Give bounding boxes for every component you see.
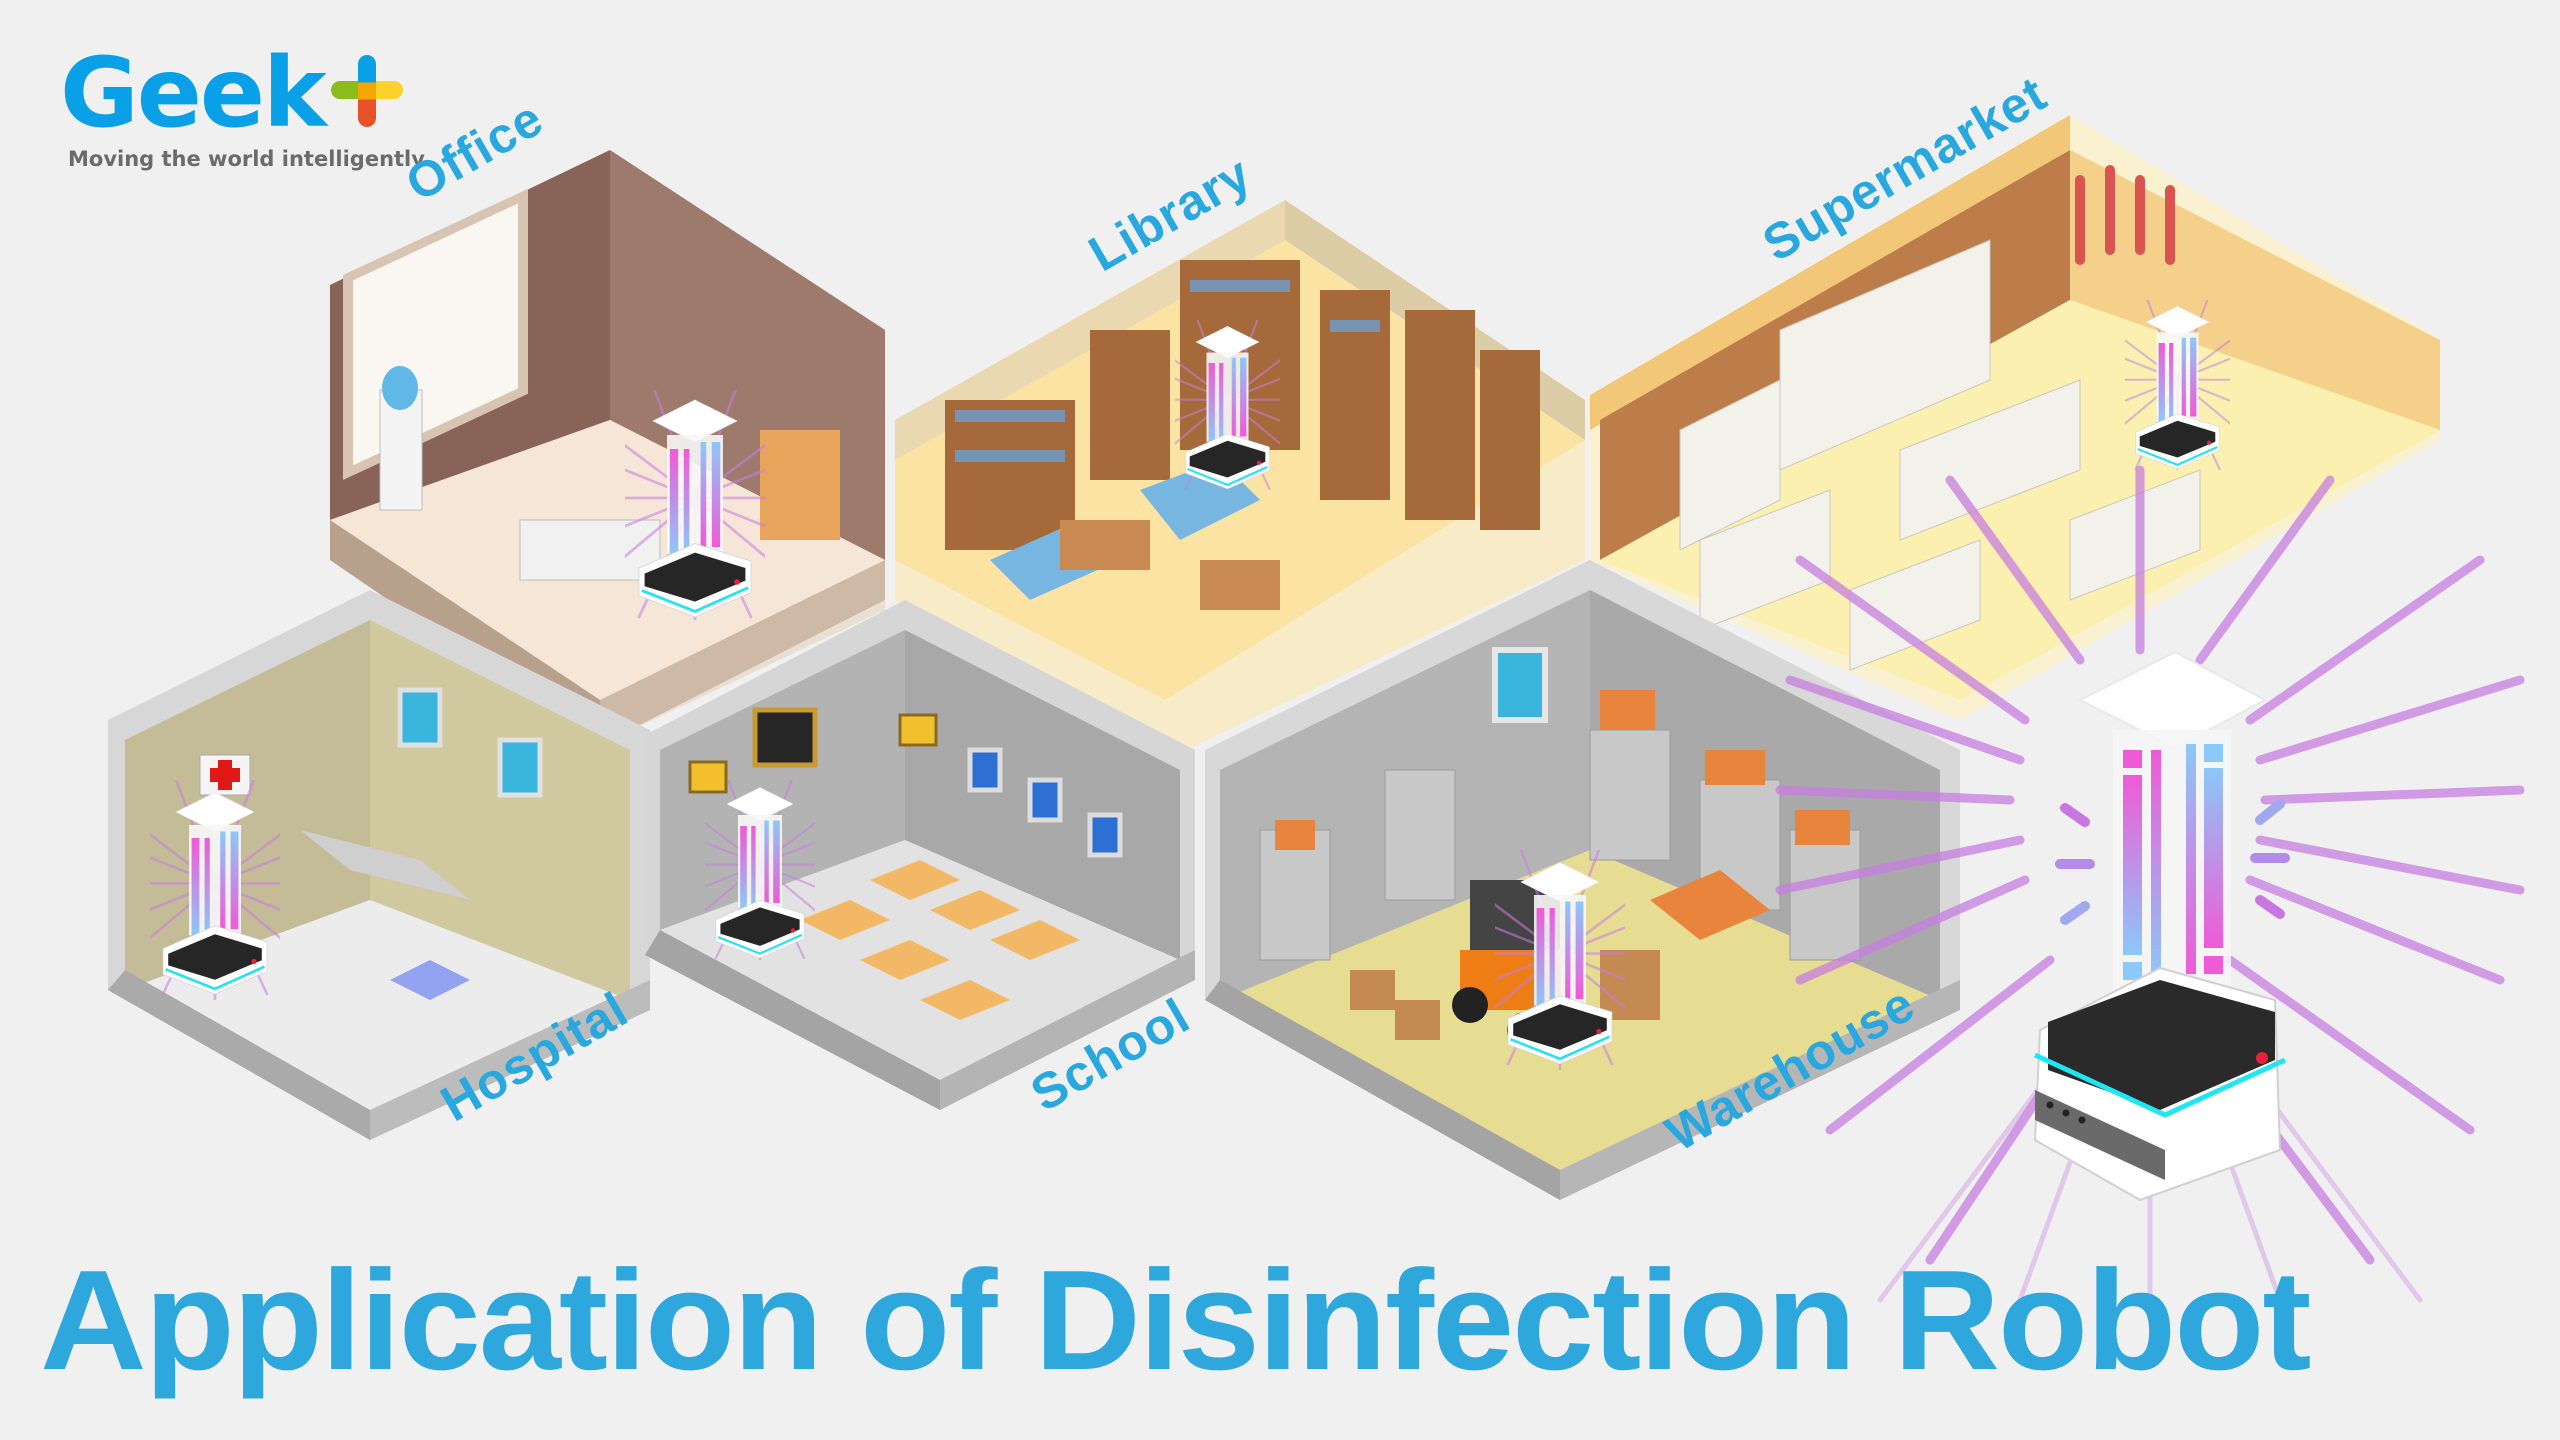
- logo-wordmark: Geek: [60, 37, 327, 149]
- page-title: Application of Disinfection Robot: [40, 1241, 2312, 1400]
- logo-tagline: Moving the world intelligently: [68, 147, 425, 171]
- room-library: [895, 200, 1585, 760]
- red-cross-icon: [210, 760, 240, 790]
- plus-icon: [330, 55, 403, 127]
- room-school: [645, 600, 1195, 1110]
- disinfection-robot-hero: [1775, 465, 2525, 1303]
- room-warehouse: [1205, 560, 1960, 1200]
- room-office: [330, 150, 885, 745]
- geek-plus-logo: Geek Moving the world intelligently: [60, 45, 425, 171]
- room-supermarket: [1590, 115, 2440, 720]
- room-hospital: [108, 590, 650, 1140]
